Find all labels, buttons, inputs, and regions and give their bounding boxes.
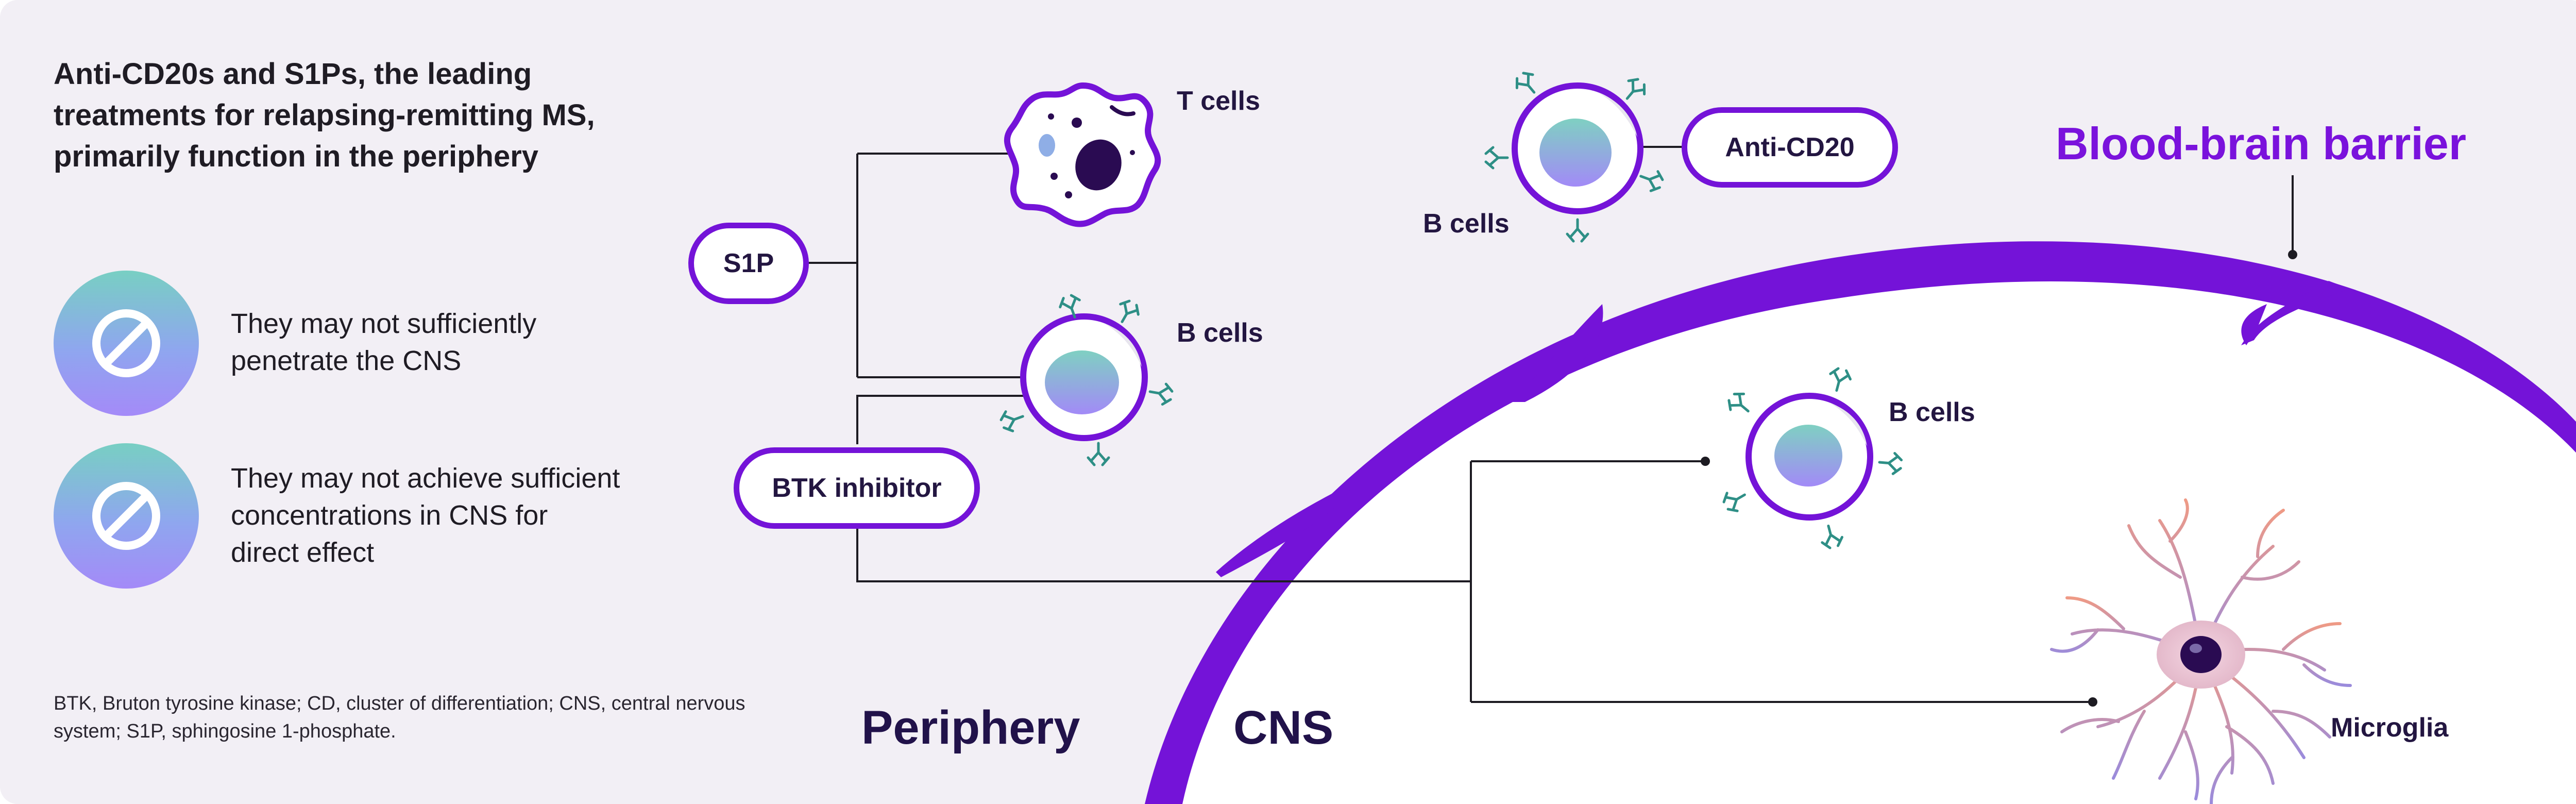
b-cells-blood-label: B cells	[1423, 209, 1510, 239]
prohibited-icon	[54, 271, 199, 416]
periphery-label: Periphery	[861, 701, 1080, 754]
barrier-pointer-dot	[2288, 250, 2297, 259]
s1p-node: S1P	[688, 223, 809, 304]
b-cells-periphery-label: B cells	[1177, 318, 1263, 348]
blood-brain-barrier-band	[1145, 241, 2576, 804]
microglia-illustration	[2050, 498, 2352, 804]
microglia-label: Microglia	[2331, 713, 2449, 743]
btk-connectors	[856, 395, 2092, 703]
s1p-connectors	[809, 153, 1025, 378]
b-cell-blood-illustration	[1486, 69, 1665, 241]
headline: Anti-CD20s and S1Ps, the leading treatme…	[54, 57, 595, 173]
connector-dot	[2088, 697, 2097, 707]
btk-inhibitor-node: BTK inhibitor	[734, 447, 980, 529]
footnote: BTK, Bruton tyrosine kinase; CD, cluster…	[54, 693, 745, 742]
blood-brain-barrier-label: Blood-brain barrier	[2056, 118, 2466, 169]
barrier-spike	[2241, 281, 2349, 345]
barrier-spike	[1512, 304, 1603, 402]
b-cell-cns-illustration	[1721, 367, 1902, 549]
b-cell-periphery-illustration	[999, 293, 1173, 465]
prohibited-icon	[54, 443, 199, 589]
anti-cd20-node: Anti-CD20	[1682, 107, 1898, 188]
b-cells-cns-label: B cells	[1889, 397, 1975, 427]
barrier-spike	[1216, 482, 1355, 577]
connector-dot	[1701, 457, 1710, 466]
t-cell-illustration	[1004, 82, 1161, 227]
limitation-text: They may not sufficiently penetrate the …	[231, 308, 537, 376]
limitation-text: They may not achieve sufficient concentr…	[231, 463, 620, 568]
cns-label: CNS	[1233, 701, 1334, 754]
barrier-spike	[2241, 304, 2267, 345]
t-cells-label: T cells	[1177, 86, 1260, 116]
